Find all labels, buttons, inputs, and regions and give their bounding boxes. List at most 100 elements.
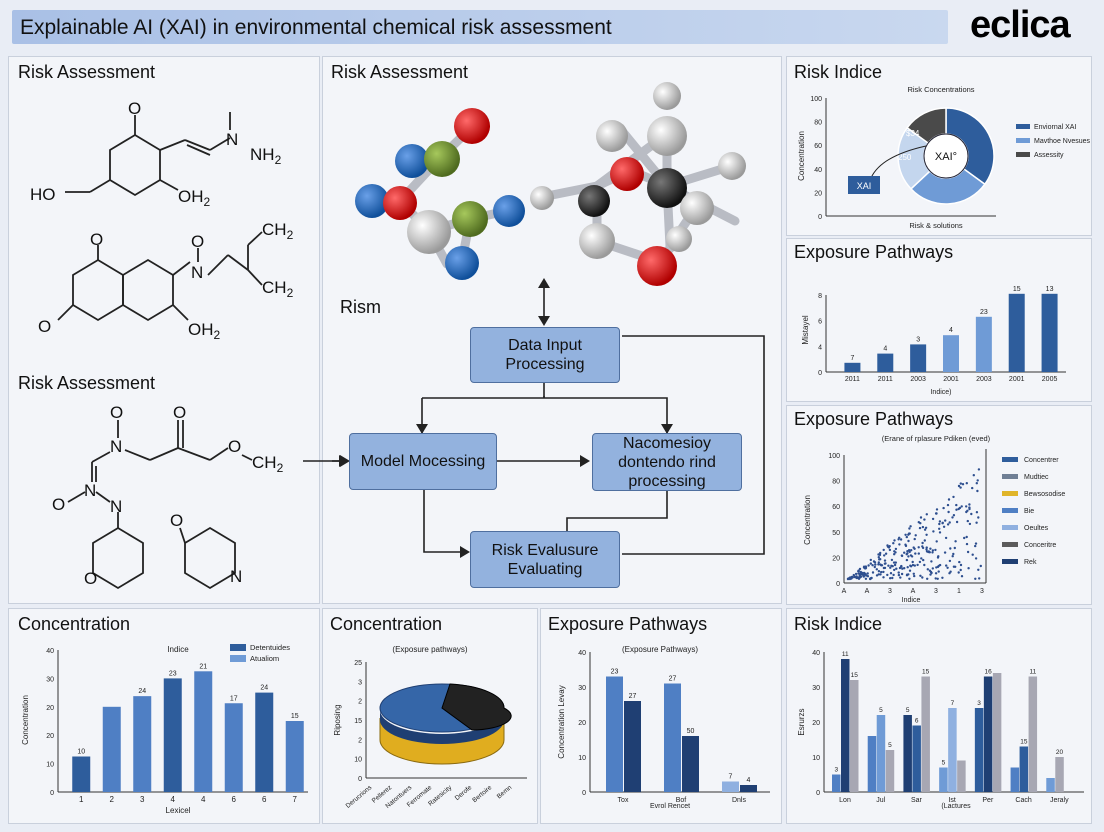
concpie-ylabel: Riposing xyxy=(333,704,342,735)
concpie-y-tick: 25 xyxy=(354,660,362,667)
scatter-legend-label-4: Oeultes xyxy=(1024,525,1049,532)
scatter-legend-swatch-0 xyxy=(1002,457,1018,462)
expbar2-bar-1-0 xyxy=(664,683,681,792)
flow-risk-eval-box[interactable]: Risk Evalusure Evaluating xyxy=(470,531,620,588)
riskbar-bar-3-1 xyxy=(948,708,957,792)
riskbar-x-tick-1: Jul xyxy=(876,797,885,804)
scatter-point xyxy=(937,570,940,573)
scatter-point xyxy=(925,513,928,516)
flow-nacon-box[interactable]: Nacomesioy dontendo rind processing xyxy=(592,433,742,491)
riskbar-bar-4-1 xyxy=(983,676,993,792)
flow-data-input-box[interactable]: Data Input Processing xyxy=(470,327,620,383)
scatter-point xyxy=(931,567,934,570)
exposure-bar2-chart: (Exposure Pathways)403020100Concentratio… xyxy=(557,645,770,810)
scatter-point xyxy=(957,571,960,574)
scatter-point xyxy=(921,576,924,579)
donut-callout-line xyxy=(870,145,927,179)
expbar-bar-6 xyxy=(1041,293,1058,372)
concpie-y-tick: 0 xyxy=(358,776,362,783)
scatter-point xyxy=(974,542,978,545)
riskbar-data-label-0-2: 15 xyxy=(851,672,859,679)
scatter-point xyxy=(975,521,978,524)
expbar-x-tick-3: 2001 xyxy=(943,376,959,383)
scatter-point xyxy=(893,553,896,556)
m3-o1-label: O xyxy=(110,403,123,422)
molecule-models-svg xyxy=(332,82,765,558)
scatter-subtitle: (Erane of rplasure Pdiken (eved) xyxy=(882,434,991,443)
m3-ch2-label: CH2 xyxy=(252,453,284,475)
concbar-y-tick: 20 xyxy=(46,705,54,712)
panel-exposure-bar xyxy=(786,238,1092,402)
scatter-y-tick: 100 xyxy=(828,453,840,460)
brand-logo: eclica xyxy=(970,4,1071,46)
concbar-x-tick-5: 6 xyxy=(232,795,237,804)
scatter-point xyxy=(942,506,945,510)
riskbar-ylabel: Esrurzs xyxy=(797,708,806,735)
scatter-point xyxy=(898,543,901,546)
conc-bar-title: Concentration xyxy=(18,614,131,634)
scatter-point xyxy=(900,572,904,576)
atom-red-4 xyxy=(637,246,677,286)
riskbar-bar-0-2 xyxy=(850,680,859,792)
atom-red-3 xyxy=(610,157,644,191)
scatter-point xyxy=(858,567,862,571)
scatter-point xyxy=(967,567,970,570)
exposure-scatter-title: Exposure Pathways xyxy=(794,409,954,429)
scatter-point xyxy=(897,538,900,541)
scatter-point xyxy=(959,568,962,572)
scatter-legend-label-2: Bewsosodise xyxy=(1024,491,1065,498)
scatter-point xyxy=(930,560,933,563)
scatter-point xyxy=(883,554,886,557)
m3-n4-label: N xyxy=(230,567,242,586)
scatter-x-tick-0: A xyxy=(842,588,847,595)
scatter-point xyxy=(909,554,913,557)
scatter-point xyxy=(910,549,913,552)
scatter-point xyxy=(892,573,895,577)
atom-gray-8 xyxy=(579,223,615,259)
scatter-legend-label-1: Mudtiec xyxy=(1024,474,1049,481)
riskbar-x-tick-4: Per xyxy=(982,797,994,804)
m1-nh2-label: NH2 xyxy=(250,145,282,167)
m2-ring-a xyxy=(72,258,124,322)
scatter-point xyxy=(976,479,979,482)
donut-y-tick: 80 xyxy=(814,120,822,127)
scatter-point xyxy=(977,516,980,519)
expbar2-y-tick: 0 xyxy=(582,790,586,797)
page-title: Explainable AI (XAI) in environmental ch… xyxy=(20,16,612,39)
expbar2-subtitle: (Exposure Pathways) xyxy=(622,645,698,654)
scatter-point xyxy=(908,577,911,580)
riskbar-data-label-5-2: 11 xyxy=(1029,669,1036,676)
scatter-point xyxy=(955,520,959,524)
scatter-point xyxy=(911,563,915,567)
scatter-point xyxy=(952,552,955,556)
riskbar-y-tick: 30 xyxy=(812,685,820,692)
riskbar-y-tick: 10 xyxy=(812,755,820,762)
scatter-point xyxy=(880,564,883,567)
scatter-point xyxy=(941,522,944,525)
scatter-ylabel: Concentration xyxy=(803,495,812,545)
scatter-point xyxy=(931,551,934,554)
scatter-point xyxy=(929,573,932,576)
scatter-point xyxy=(914,552,917,555)
atom-red-1 xyxy=(383,186,417,220)
scatter-point xyxy=(968,503,971,506)
scatter-point xyxy=(857,572,860,575)
scatter-point xyxy=(968,506,971,509)
scatter-point xyxy=(946,523,950,526)
scatter-point xyxy=(859,575,863,578)
flow-model-box[interactable]: Model Mocessing xyxy=(349,433,497,490)
scatter-point xyxy=(893,563,897,567)
scatter-point xyxy=(869,562,872,565)
scatter-point xyxy=(889,572,893,575)
scatter-point xyxy=(905,558,909,562)
scatter-point xyxy=(877,553,880,556)
concbar-bar-4 xyxy=(194,671,213,792)
concbar-x-tick-7: 7 xyxy=(293,795,298,804)
scatter-point xyxy=(929,547,932,550)
expbar-xlabel: Indice) xyxy=(930,389,951,396)
atom-blue-2 xyxy=(395,144,429,178)
concbar-y-tick: 40 xyxy=(46,648,54,655)
scatter-point xyxy=(931,517,935,521)
concbar-bar-1 xyxy=(102,706,121,792)
concbar-x-tick-4: 4 xyxy=(201,795,206,804)
